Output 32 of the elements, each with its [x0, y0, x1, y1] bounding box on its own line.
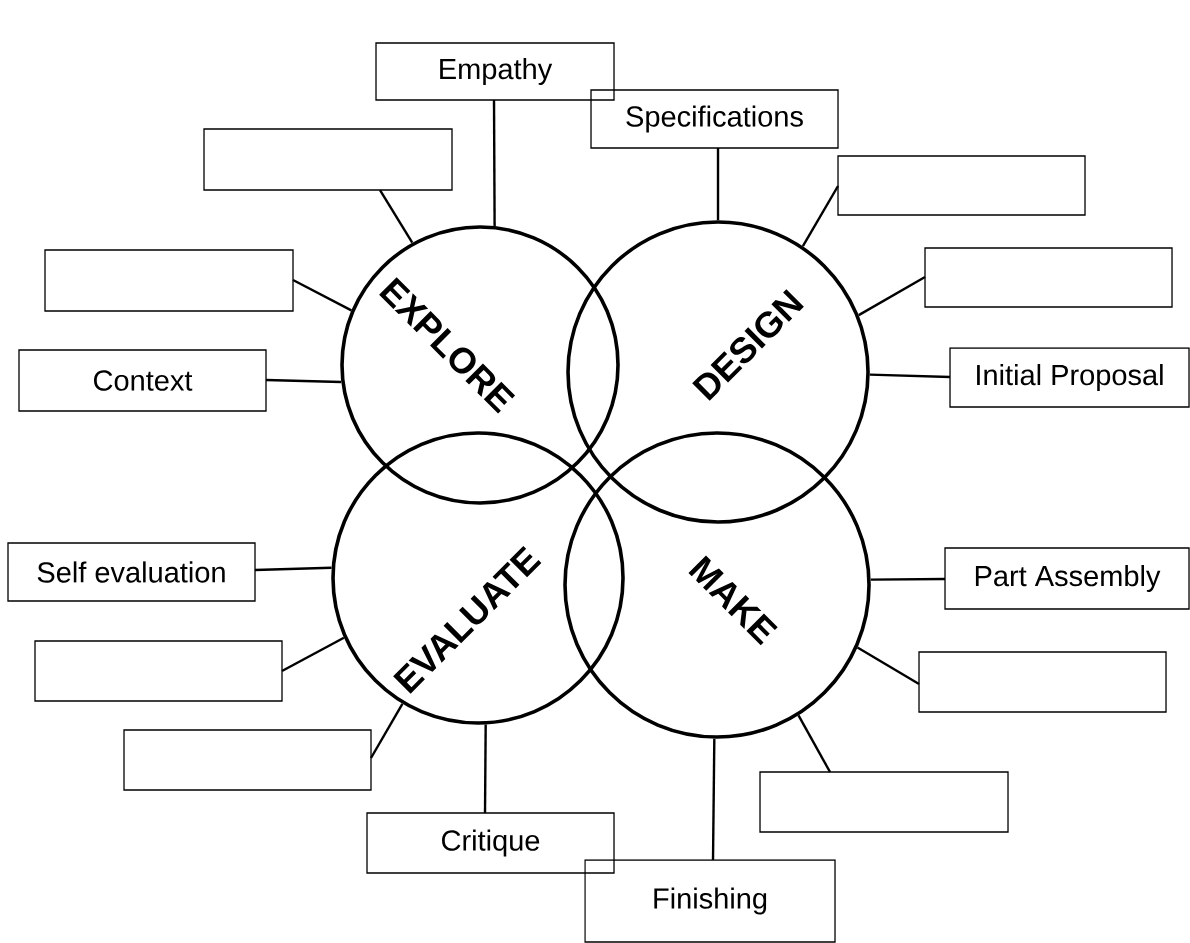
- connector-line: [483, 724, 487, 813]
- connector-line: [711, 738, 716, 861]
- blank-box: [924, 247, 1173, 308]
- label-box: Critique: [366, 812, 615, 874]
- connector-line: [281, 636, 345, 673]
- connector-line: [856, 646, 920, 686]
- blank-box: [44, 249, 294, 312]
- connector-line: [801, 185, 840, 247]
- blank-box: [123, 729, 372, 791]
- connector-line: [369, 703, 404, 759]
- blank-box: [918, 651, 1167, 713]
- connector-line: [292, 278, 352, 312]
- blank-box: [837, 155, 1086, 216]
- connector-line: [379, 189, 414, 244]
- connector-line: [797, 714, 832, 773]
- connector-line: [869, 373, 951, 379]
- connector-line: [716, 148, 720, 221]
- connector-line: [265, 378, 342, 384]
- connector-line: [254, 566, 332, 572]
- label-box: Specifications: [590, 89, 839, 149]
- connector-line: [492, 100, 496, 226]
- label-box: Empathy: [375, 42, 615, 101]
- blank-box: [34, 640, 283, 702]
- label-box: Initial Proposal: [949, 347, 1190, 408]
- blank-box: [203, 128, 453, 191]
- label-box: Self evaluation: [7, 542, 256, 602]
- blank-box: [759, 771, 1009, 833]
- label-box: Part Assembly: [944, 547, 1190, 610]
- label-box: Finishing: [584, 859, 836, 943]
- connector-line: [870, 577, 945, 581]
- label-box: Context: [18, 349, 267, 412]
- connector-line: [858, 275, 926, 317]
